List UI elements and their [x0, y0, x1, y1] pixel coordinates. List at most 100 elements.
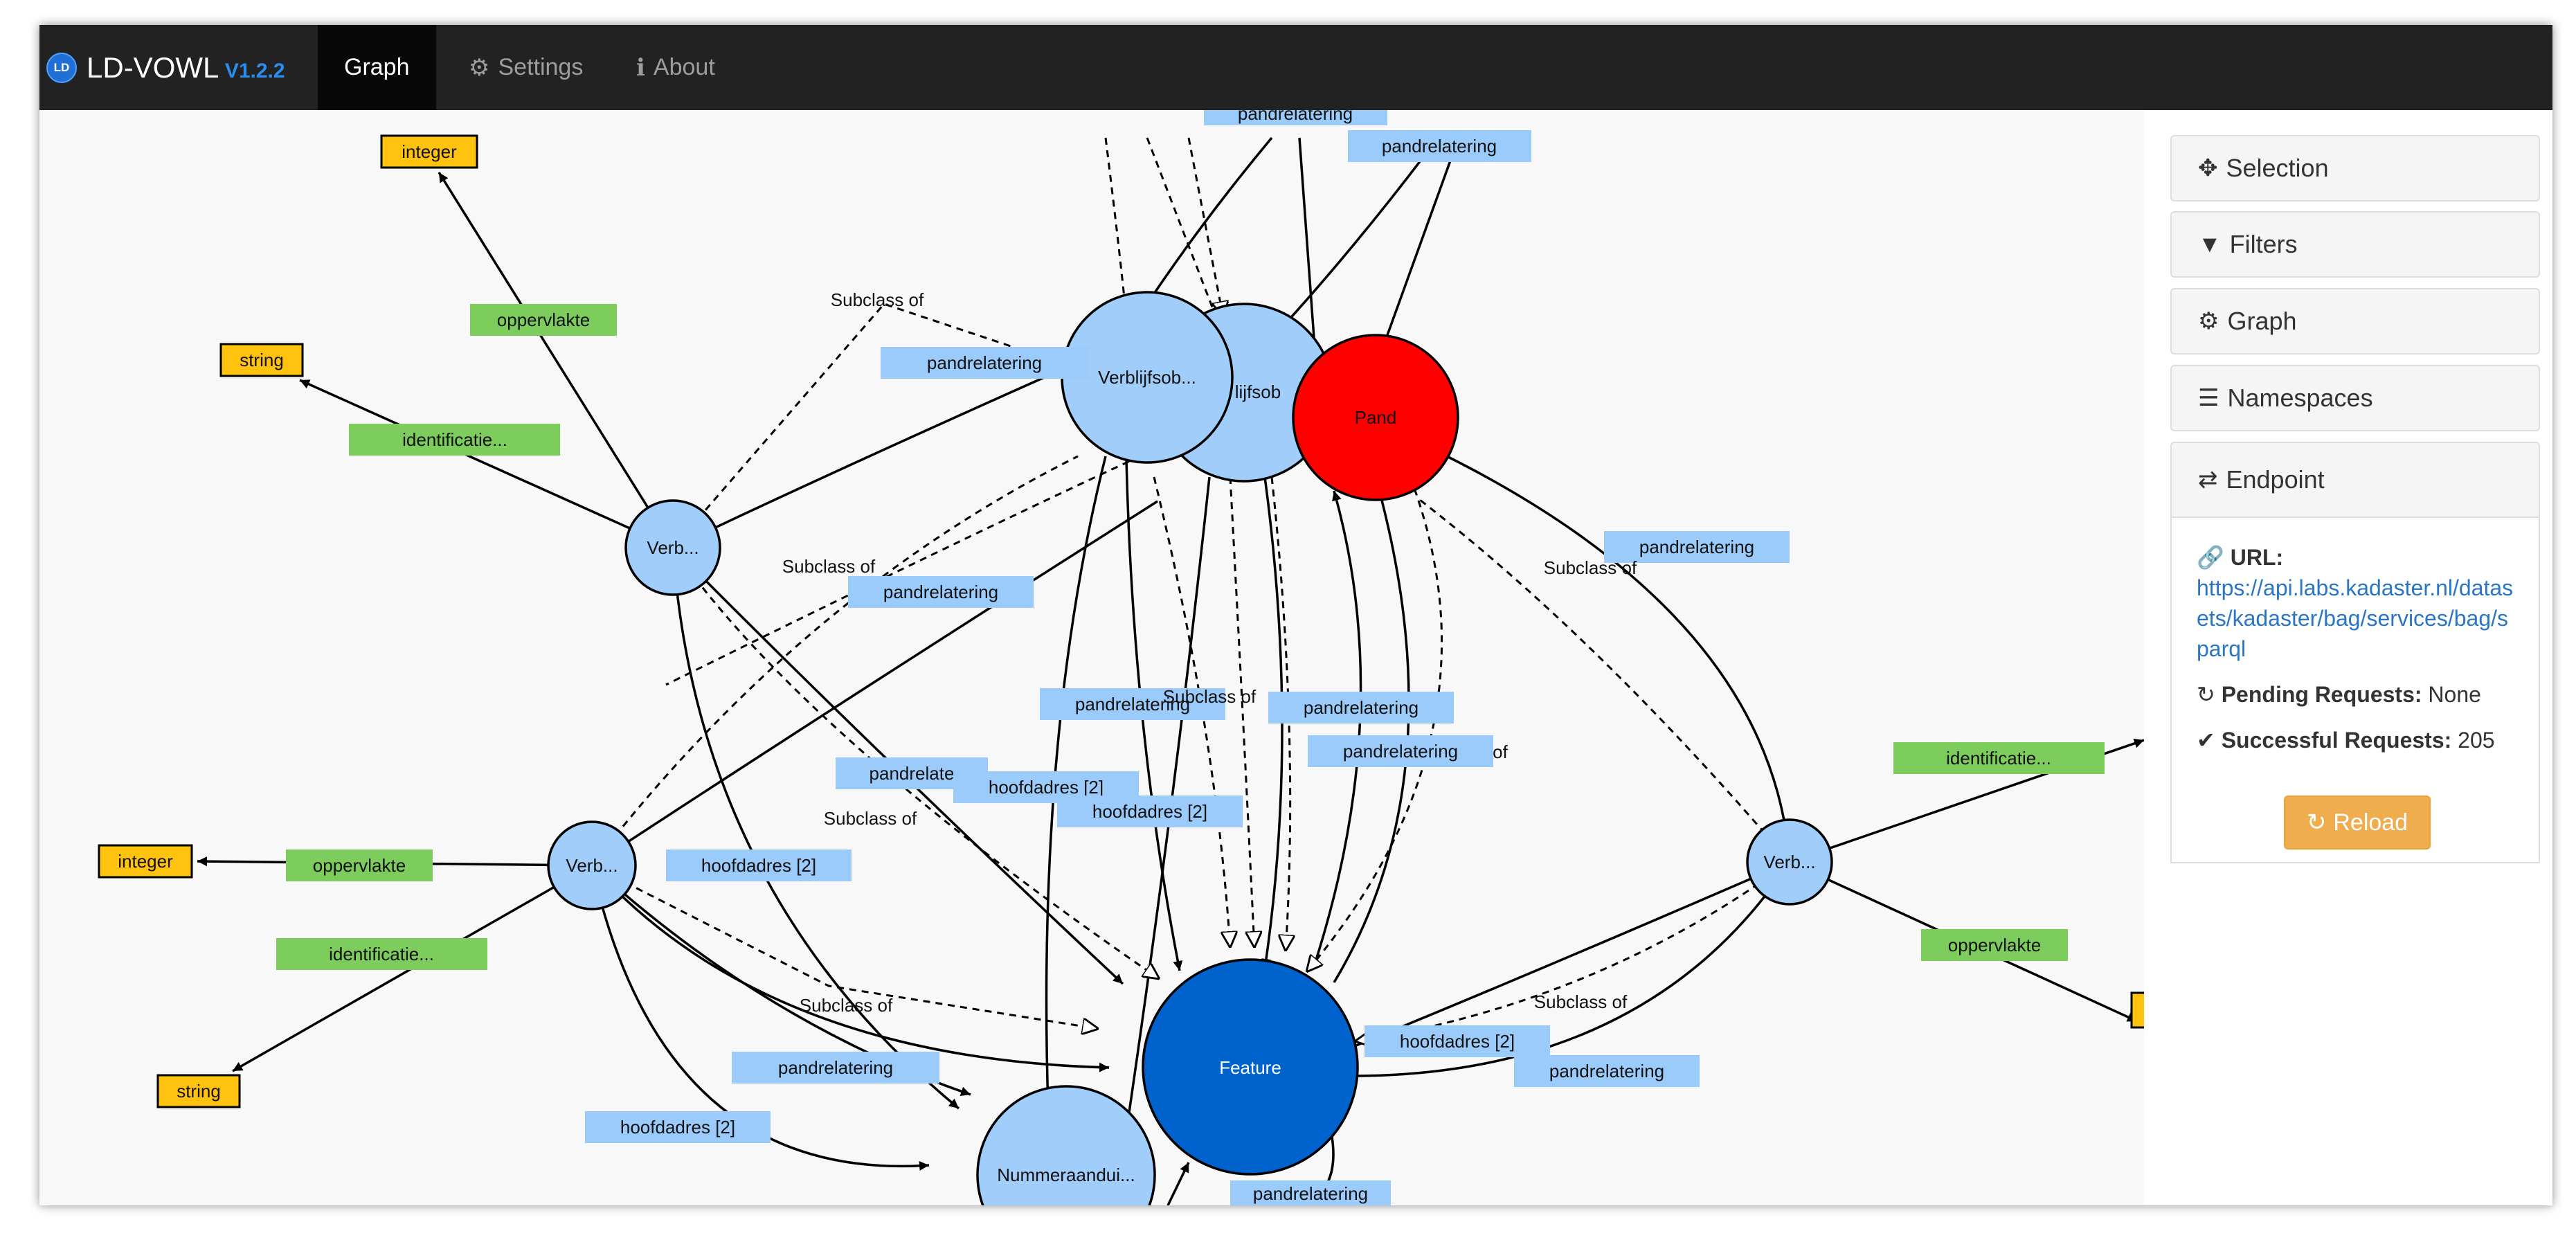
panel-endpoint-label: Endpoint — [2226, 465, 2325, 494]
panel-selection[interactable]: ✥ Selection — [2170, 135, 2540, 201]
pending-row: ↻ Pending Requests: None — [2197, 679, 2514, 710]
edge — [672, 358, 1086, 549]
class-node[interactable] — [624, 499, 721, 596]
edge — [1153, 476, 1230, 948]
link-icon: 🔗 — [2197, 545, 2224, 570]
datatype-property-label[interactable] — [349, 424, 560, 456]
panel-graph[interactable]: ⚙ Graph — [2170, 288, 2540, 354]
edge — [1355, 861, 1790, 1041]
property-text: pandrelatering — [778, 1057, 893, 1078]
edge — [1167, 1162, 1190, 1205]
reload-icon: ↻ — [2306, 809, 2327, 836]
panel-endpoint[interactable]: ⇄ Endpoint — [2170, 442, 2540, 518]
datatype-label: string — [240, 350, 284, 370]
class-node-feature[interactable] — [1142, 958, 1359, 1176]
object-property-label[interactable] — [1348, 130, 1531, 162]
property-text: identificatie... — [1946, 748, 2051, 769]
reload-button[interactable]: ↻ Reload — [2284, 796, 2431, 850]
nav-graph[interactable]: Graph — [318, 25, 436, 110]
edge — [1298, 137, 1320, 367]
subclass-label: Subclass of — [1544, 557, 1637, 578]
nav-about-label: About — [653, 54, 715, 80]
nav-about[interactable]: ℹ About — [610, 25, 741, 110]
endpoint-panel-body: 🔗 URL: https://api.labs.kadaster.nl/data… — [2170, 517, 2540, 863]
brand[interactable]: LD LD-VOWL V1.2.2 — [46, 25, 285, 110]
object-property-label[interactable] — [1230, 1180, 1391, 1205]
app-window: LD LD-VOWL V1.2.2 Graph ⚙ Settings ℹ Abo… — [39, 25, 2552, 1205]
property-text: oppervlakte — [497, 309, 590, 330]
nav-settings[interactable]: ⚙ Settings — [442, 25, 609, 110]
app-title: LD-VOWL — [87, 51, 219, 84]
datatype-property-label[interactable] — [1921, 929, 2068, 961]
datatype-property-label[interactable] — [1893, 742, 2105, 774]
edge — [1125, 459, 1183, 971]
class-node[interactable] — [976, 1085, 1156, 1205]
datatype-node[interactable] — [2130, 991, 2144, 1029]
ld-logo-icon: LD — [46, 52, 77, 83]
reload-label: Reload — [2333, 809, 2408, 836]
url-row: 🔗 URL: https://api.labs.kadaster.nl/data… — [2197, 542, 2514, 664]
edge — [672, 303, 1051, 548]
edge — [1312, 490, 1362, 969]
property-text: hoofdadres [2] — [989, 777, 1104, 798]
object-property-label[interactable] — [881, 347, 1088, 379]
object-property-label[interactable] — [1514, 1055, 1700, 1087]
edge — [1270, 136, 1439, 340]
property-text: pandrelatering — [1382, 136, 1497, 156]
graph-canvas[interactable]: lijfsob Verblijfsob... Pand Feature Numm… — [39, 110, 2144, 1205]
object-property-label[interactable] — [1308, 735, 1493, 767]
panel-namespaces-label: Namespaces — [2227, 384, 2373, 412]
success-label: Successful Requests: — [2221, 728, 2452, 753]
datatype-property-label[interactable] — [276, 938, 487, 970]
object-property-label[interactable] — [585, 1111, 771, 1143]
datatype-property-label[interactable] — [286, 850, 433, 881]
datatype-node[interactable] — [156, 1074, 241, 1108]
object-property-label[interactable] — [848, 576, 1034, 608]
panel-namespaces[interactable]: ☰ Namespaces — [2170, 365, 2540, 431]
filter-icon: ▼ — [2198, 231, 2222, 258]
app-version: V1.2.2 — [224, 59, 285, 82]
property-text: pandrelatering — [1343, 741, 1458, 762]
property-text: pandrelatering — [883, 582, 998, 602]
datatype-node[interactable] — [98, 844, 193, 879]
property-text: oppervlakte — [313, 855, 406, 876]
edge — [672, 546, 1124, 985]
object-property-label[interactable] — [1040, 688, 1225, 720]
gear-icon: ⚙ — [469, 54, 490, 81]
info-icon: ℹ — [636, 54, 645, 81]
panel-filters[interactable]: ▼ Filters — [2170, 211, 2540, 278]
edge — [1270, 476, 1290, 951]
class-node[interactable] — [547, 820, 637, 910]
edge — [1333, 476, 1410, 983]
datatype-node[interactable] — [219, 343, 304, 377]
class-node[interactable] — [1746, 818, 1833, 906]
object-property-label[interactable] — [1268, 692, 1454, 724]
property-text: pandrelatering — [1639, 537, 1754, 557]
edge — [1418, 441, 1791, 863]
object-property-label[interactable] — [1204, 110, 1387, 125]
success-value: 205 — [2458, 728, 2495, 753]
object-property-label[interactable] — [732, 1052, 939, 1084]
object-property-label[interactable] — [1057, 796, 1243, 827]
edge — [1374, 137, 1460, 368]
object-property-label[interactable] — [1364, 1025, 1550, 1057]
subclass-label: Subclass of — [824, 808, 917, 829]
property-text: hoofdadres [2] — [701, 855, 816, 876]
edge — [665, 455, 1141, 686]
class-node-pand[interactable] — [1292, 334, 1459, 501]
datatype-node[interactable] — [380, 134, 478, 169]
node-label: Pand — [1355, 407, 1397, 428]
datatype-property-label[interactable] — [470, 304, 617, 336]
sidebar: ✥ Selection ▼ Filters ⚙ Graph ☰ Namespac… — [2144, 110, 2552, 1205]
object-property-label[interactable] — [1604, 531, 1790, 563]
datatype-label: integer — [118, 851, 173, 872]
edge — [1043, 456, 1107, 1108]
url-label: URL: — [2230, 545, 2284, 570]
datatype-label: integer — [402, 141, 457, 162]
edge — [591, 865, 930, 1171]
graph-svg[interactable]: lijfsob Verblijfsob... Pand Feature Numm… — [39, 110, 2144, 1205]
object-property-label[interactable] — [666, 850, 852, 881]
node-label: Feature — [1219, 1057, 1281, 1078]
edge — [1416, 496, 1791, 863]
endpoint-url[interactable]: https://api.labs.kadaster.nl/datasets/ka… — [2197, 575, 2514, 661]
